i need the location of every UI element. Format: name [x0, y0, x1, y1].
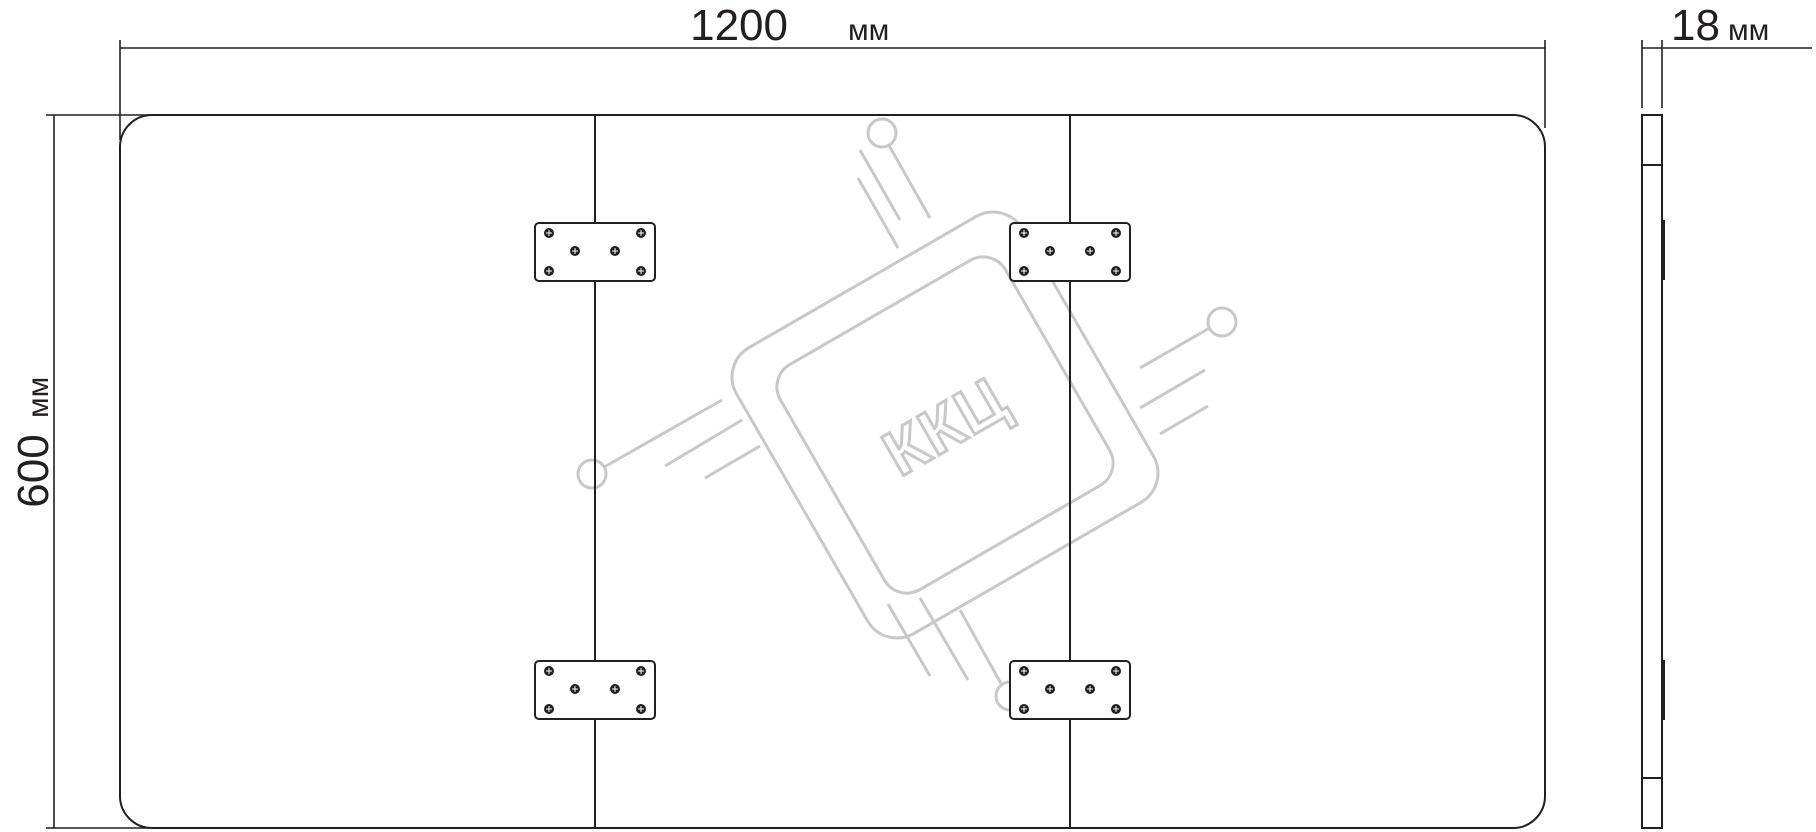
screw-cross: [1021, 706, 1027, 712]
thickness-value: 18: [1671, 1, 1720, 50]
thickness-unit: мм: [1728, 14, 1769, 47]
watermark-node-top: [866, 117, 898, 149]
plate-body: [1009, 660, 1131, 720]
plate-body: [1009, 222, 1131, 282]
screw-cross: [638, 230, 644, 236]
screw-cross: [546, 706, 552, 712]
screw-cross: [572, 248, 578, 254]
side-plate-bottom: [1661, 660, 1665, 720]
width-value: 1200: [690, 1, 788, 50]
side-view: [1641, 114, 1663, 829]
connector-plate: [1009, 222, 1131, 282]
screw-cross: [612, 686, 618, 692]
side-view-outline: [1641, 114, 1663, 829]
connector-plate: [1009, 660, 1131, 720]
screw-cross: [546, 230, 552, 236]
side-plate-top: [1661, 220, 1665, 280]
screw-cross: [1087, 686, 1093, 692]
screw-cross: [638, 268, 644, 274]
connector-plates: [534, 222, 1131, 720]
width-unit: мм: [848, 14, 889, 47]
height-dimension: [46, 114, 150, 829]
height-unit: мм: [22, 377, 55, 418]
screw-cross: [1021, 268, 1027, 274]
screw-cross: [1113, 230, 1119, 236]
screw-cross: [1021, 230, 1027, 236]
plate-body: [534, 222, 656, 282]
width-dimension: [119, 40, 1546, 140]
tabletop-panel: [119, 114, 1546, 829]
watermark-logo: ККЦ: [576, 117, 1238, 712]
watermark-inner-frame: [775, 255, 1115, 595]
screw-cross: [546, 268, 552, 274]
screw-cross: [638, 706, 644, 712]
watermark-outer-frame: [730, 210, 1160, 640]
plate-body: [534, 660, 656, 720]
screw-cross: [1113, 706, 1119, 712]
screw-cross: [1021, 668, 1027, 674]
screw-cross: [1087, 248, 1093, 254]
screw-cross: [612, 248, 618, 254]
connector-plate: [534, 660, 656, 720]
screw-cross: [1047, 686, 1053, 692]
thickness-dimension: [1641, 40, 1812, 108]
screw-cross: [546, 668, 552, 674]
screw-cross: [1047, 248, 1053, 254]
watermark-node-left: [576, 458, 608, 490]
screw-cross: [572, 686, 578, 692]
height-value: 600: [9, 434, 58, 507]
connector-plate: [534, 222, 656, 282]
screw-cross: [1113, 268, 1119, 274]
screw-cross: [1113, 668, 1119, 674]
watermark-text: ККЦ: [871, 362, 1020, 490]
screw-cross: [638, 668, 644, 674]
panel-outline: [119, 114, 1546, 829]
watermark-node-right: [1206, 306, 1238, 338]
